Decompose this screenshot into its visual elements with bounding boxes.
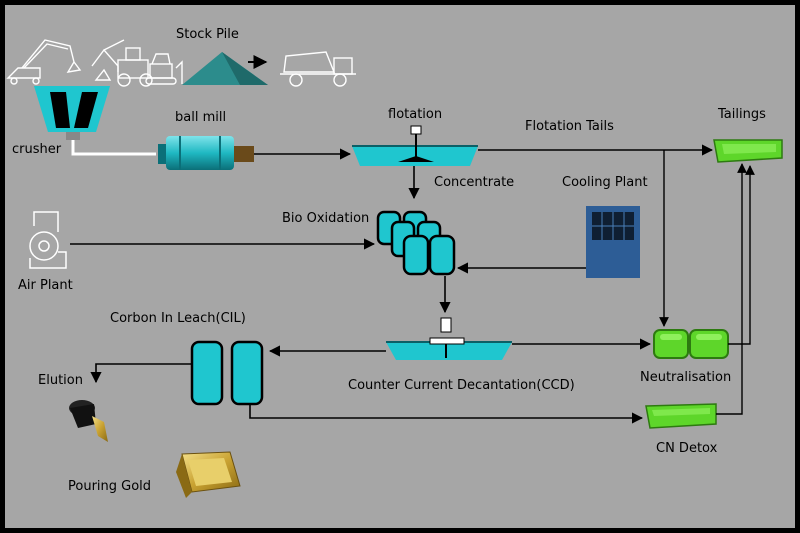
elution-label: Elution <box>38 373 83 388</box>
tailings-tank-icon <box>713 139 783 163</box>
cil-label: Corbon In Leach(CIL) <box>110 311 246 326</box>
cn-detox-label: CN Detox <box>656 441 718 456</box>
ccd-thickener-icon <box>386 317 512 360</box>
cil-to-cn-detox-arrow <box>249 404 644 424</box>
ball-mill-icon <box>158 136 254 170</box>
flotation-tails-label: Flotation Tails <box>525 119 614 134</box>
cil-tanks-icon <box>190 340 264 406</box>
crusher-icon <box>34 86 110 140</box>
excavator-icon <box>6 39 82 85</box>
crusher-to-mill-pipe <box>71 140 156 156</box>
flotation-label: flotation <box>388 107 442 122</box>
air-plant-icon <box>29 211 67 269</box>
neutralisation-label: Neutralisation <box>640 370 731 385</box>
stock-pile-label: Stock Pile <box>176 27 239 42</box>
stock-pile-heap <box>182 52 268 85</box>
tailings-label: Tailings <box>717 107 766 122</box>
bio-oxidation-label: Bio Oxidation <box>282 211 369 226</box>
dump-truck-icon <box>280 51 356 87</box>
pouring-gold-label: Pouring Gold <box>68 479 151 494</box>
cooling-plant-label: Cooling Plant <box>562 175 648 190</box>
neutralisation-to-tailings-arrow <box>728 165 755 345</box>
ball-mill-label: ball mill <box>175 110 226 125</box>
crusher-label: crusher <box>12 142 62 157</box>
concentrate-label: Concentrate <box>434 175 514 190</box>
air-plant-label: Air Plant <box>18 278 73 293</box>
cooling-plant-icon <box>586 206 640 278</box>
loader-icon <box>91 39 153 87</box>
cil-to-elution-arrow <box>90 363 192 384</box>
cn-detox-to-tailings-arrow <box>716 163 747 415</box>
gold-bar-icon <box>176 451 241 498</box>
pouring-bucket-icon <box>69 400 108 442</box>
flotation-cell-icon <box>352 125 478 166</box>
ccd-label: Counter Current Decantation(CCD) <box>348 378 575 393</box>
bio-oxidation-tanks-icon <box>376 210 456 276</box>
cn-detox-tank-icon <box>645 403 717 429</box>
bulldozer-icon <box>145 53 183 85</box>
neutralisation-tanks-icon <box>653 329 729 359</box>
